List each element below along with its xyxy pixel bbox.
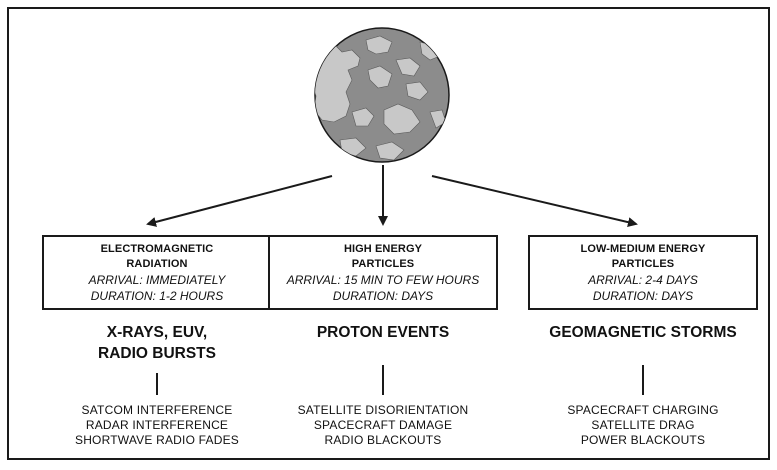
effects-list: SATCOM INTERFERENCE RADAR INTERFERENCE S… [42, 403, 272, 448]
arrival-text: ARRIVAL: IMMEDIATELY [88, 273, 226, 287]
phenomenon-heading: X-RAYS, EUV, RADIO BURSTS [42, 322, 272, 364]
effects-list: SPACECRAFT CHARGING SATELLITE DRAG POWER… [528, 403, 758, 448]
duration-text: DURATION: 1-2 HOURS [90, 289, 224, 303]
high-energy-column: HIGH ENERGY PARTICLES ARRIVAL: 15 MIN TO… [268, 235, 498, 448]
box-title: LOW-MEDIUM ENERGY [580, 243, 706, 255]
electromagnetic-box: ELECTROMAGNETIC RADIATION ARRIVAL: IMMED… [42, 235, 272, 310]
box-title: HIGH ENERGY [343, 243, 423, 255]
connector-line [382, 365, 384, 395]
duration-text: DURATION: DAYS [592, 289, 694, 303]
heading-line: RADIO BURSTS [98, 345, 216, 362]
effect-item: SPACECRAFT DAMAGE [313, 418, 453, 432]
high-energy-box: HIGH ENERGY PARTICLES ARRIVAL: 15 MIN TO… [268, 235, 498, 310]
phenomenon-heading: PROTON EVENTS [268, 322, 498, 343]
box-title: PARTICLES [611, 258, 675, 270]
effect-item: SATCOM INTERFERENCE [81, 403, 233, 417]
phenomenon-heading: GEOMAGNETIC STORMS [528, 322, 758, 343]
arrival-text: ARRIVAL: 2-4 DAYS [588, 273, 698, 287]
effect-item: SHORTWAVE RADIO FADES [74, 433, 239, 447]
duration-text: DURATION: DAYS [332, 289, 434, 303]
connector-line [156, 373, 158, 395]
connector-line [642, 365, 644, 395]
arrival-text: ARRIVAL: 15 MIN TO FEW HOURS [286, 273, 480, 287]
diagram-frame [7, 7, 770, 460]
electromagnetic-column: ELECTROMAGNETIC RADIATION ARRIVAL: IMMED… [42, 235, 272, 448]
effect-item: RADAR INTERFERENCE [85, 418, 229, 432]
arrow-to-low-medium-energy [431, 175, 638, 228]
heading-line: X-RAYS, EUV, [106, 324, 208, 341]
box-title: ELECTROMAGNETIC [100, 243, 214, 255]
arrow-to-electromagnetic [146, 175, 333, 227]
effect-item: SPACECRAFT CHARGING [567, 403, 719, 417]
low-medium-energy-column: LOW-MEDIUM ENERGY PARTICLES ARRIVAL: 2-4… [528, 235, 758, 448]
box-title: PARTICLES [351, 258, 415, 270]
sun-globe-icon [314, 27, 450, 163]
low-medium-energy-box: LOW-MEDIUM ENERGY PARTICLES ARRIVAL: 2-4… [528, 235, 758, 310]
heading-line: GEOMAGNETIC STORMS [549, 324, 737, 341]
effect-item: SATELLITE DISORIENTATION [297, 403, 469, 417]
effect-item: RADIO BLACKOUTS [324, 433, 442, 447]
effect-item: POWER BLACKOUTS [580, 433, 706, 447]
box-title: RADIATION [126, 258, 188, 270]
effect-item: SATELLITE DRAG [591, 418, 695, 432]
heading-line: PROTON EVENTS [316, 324, 450, 341]
effects-list: SATELLITE DISORIENTATION SPACECRAFT DAMA… [268, 403, 498, 448]
